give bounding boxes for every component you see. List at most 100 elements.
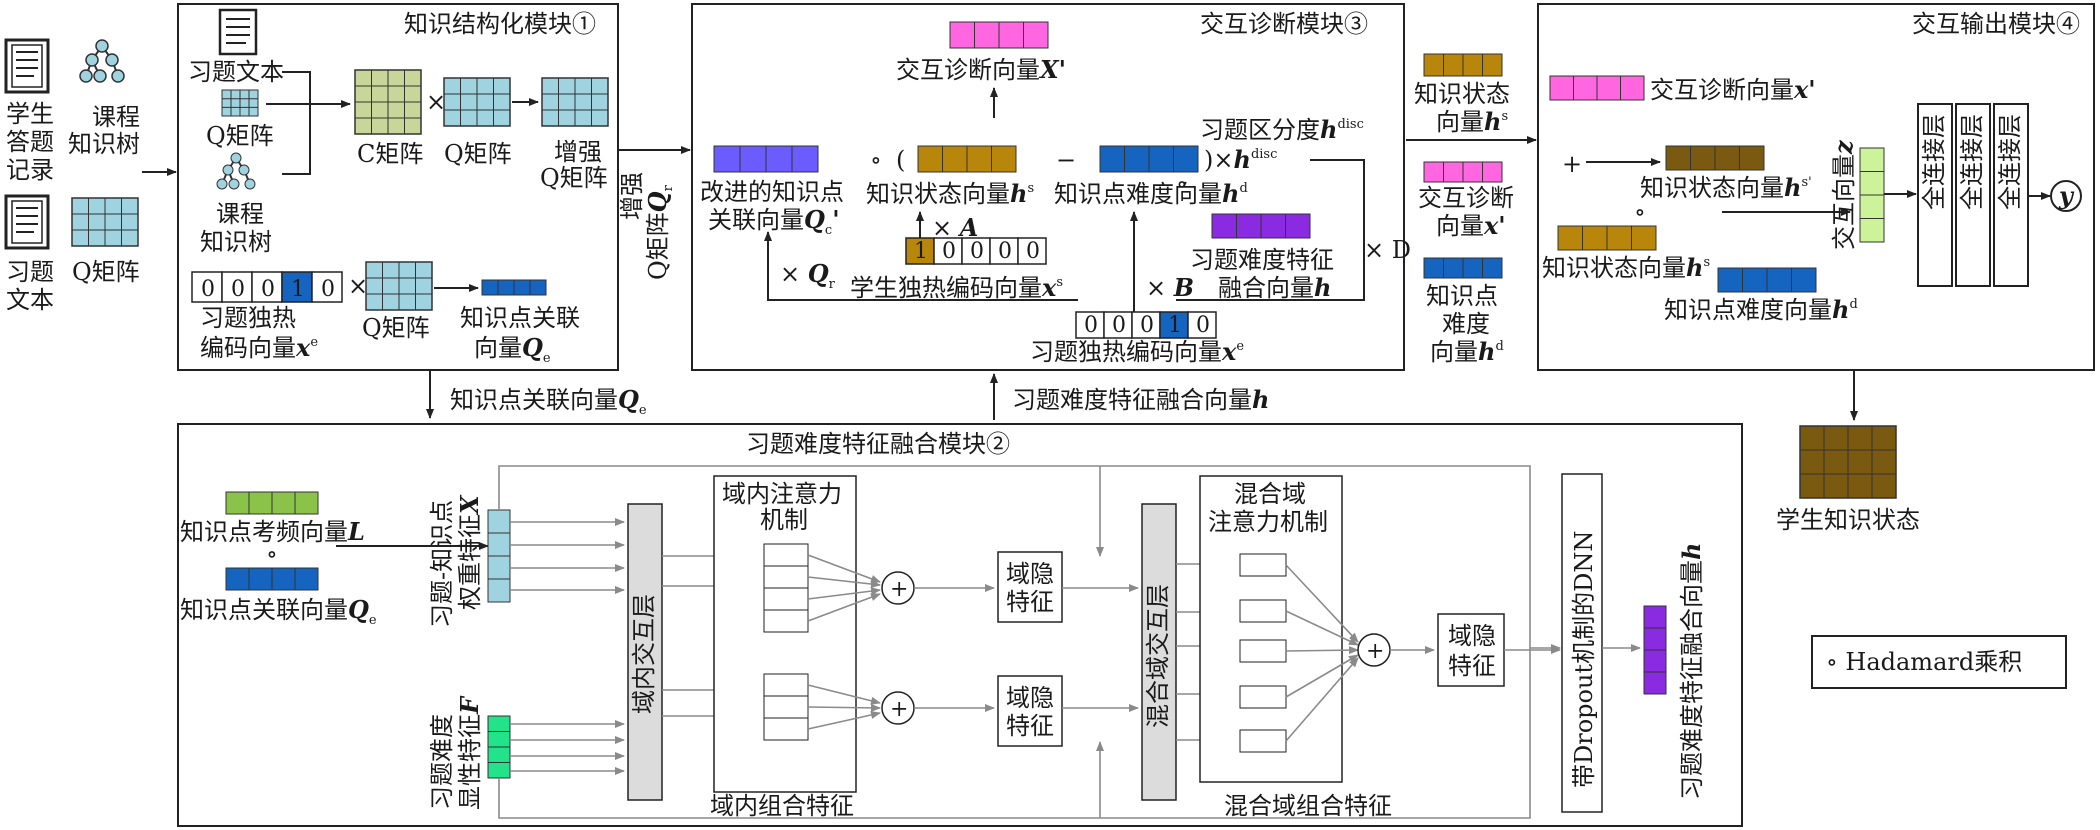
mixed-domain-interaction-layer: 混合域交互层 <box>1141 503 1177 801</box>
svg-text:域隐: 域隐 <box>1448 622 1496 650</box>
fc-layer-2: 全连接层 <box>1955 103 1991 287</box>
svg-text:交互诊断向量x': 交互诊断向量x' <box>1650 75 1816 104</box>
svg-text:知识点考频向量L: 知识点考频向量L <box>180 517 365 546</box>
svg-text:)×hdisc: )×hdisc <box>1204 145 1277 174</box>
svg-text:特征: 特征 <box>1006 712 1054 740</box>
knowledge-state-vector <box>917 145 1017 173</box>
q-matrix-small <box>221 89 259 117</box>
svg-text:习题: 习题 <box>6 258 54 286</box>
onehot-cell <box>933 237 963 265</box>
svg-text:∘: ∘ <box>1634 198 1646 226</box>
svg-text:注意力机制: 注意力机制 <box>1208 508 1328 536</box>
svg-text:习题独热: 习题独热 <box>200 304 296 332</box>
fc-layer-3: 全连接层 <box>1993 103 2029 287</box>
svg-text:学生: 学生 <box>6 100 54 128</box>
svg-text:难度: 难度 <box>1442 310 1490 338</box>
svg-text:y: y <box>2058 181 2075 210</box>
onehot-cell-value: 0 <box>942 239 956 264</box>
svg-text:知识状态: 知识状态 <box>1414 80 1510 108</box>
svg-text:知识状态向量hs': 知识状态向量hs' <box>1640 173 1812 202</box>
svg-text:习题难度特征融合向量h: 习题难度特征融合向量h <box>1677 543 1706 800</box>
svg-text:课程: 课程 <box>216 200 264 228</box>
svg-text:+: + <box>1366 639 1384 664</box>
svg-text:× Qr: × Qr <box>780 259 836 292</box>
onehot-cell <box>1159 311 1189 339</box>
label-enhanced-qr: 增强 Q矩阵Qr <box>618 172 676 280</box>
module-4-interaction-output: 交互输出模块④ 交互诊断向量x' + 知识状态向量hs' ∘ 知识状态向量hs … <box>1537 3 2095 371</box>
svg-text:混合域交互层: 混合域交互层 <box>1144 584 1172 728</box>
svg-text:全连接层: 全连接层 <box>1996 114 2024 210</box>
mixed-attention-block: 混合域 注意力机制 <box>1199 475 1343 783</box>
svg-text:向量x': 向量x' <box>1436 211 1506 240</box>
svg-text:∘: ∘ <box>870 146 882 174</box>
svg-text:知识状态向量hs: 知识状态向量hs <box>866 179 1034 208</box>
onehot-cell <box>989 237 1019 265</box>
svg-text:习题难度特征融合向量h: 习题难度特征融合向量h <box>1012 385 1269 414</box>
svg-text:全连接层: 全连接层 <box>1958 114 1986 210</box>
svg-text:向量Qe: 向量Qe <box>474 333 551 366</box>
improved-kp-vector <box>713 145 819 173</box>
svg-text:+: + <box>1562 150 1582 178</box>
svg-text:答题: 答题 <box>6 128 54 156</box>
svg-text:习题-知识点: 习题-知识点 <box>428 500 456 628</box>
svg-text:向量hs: 向量hs <box>1436 107 1508 136</box>
svg-text:显性特征F: 显性特征F <box>455 695 484 810</box>
svg-text:域内注意力: 域内注意力 <box>722 480 842 508</box>
onehot-cell <box>1017 237 1047 265</box>
onehot-cell-value: 0 <box>998 239 1012 264</box>
svg-text:学生独热编码向量xs: 学生独热编码向量xs <box>850 273 1063 302</box>
module-2-title: 习题难度特征融合模块② <box>746 430 1010 458</box>
connector <box>764 231 1078 301</box>
knowledge-state-vector-brown <box>1665 145 1765 171</box>
domain-hidden-feature-top: 域隐 特征 <box>997 551 1063 623</box>
svg-text:知识点难度向量hd: 知识点难度向量hd <box>1054 179 1248 208</box>
svg-text:习题难度特征: 习题难度特征 <box>1190 246 1334 274</box>
kp-difficulty-vector <box>1099 145 1199 173</box>
onehot-cell <box>191 271 223 303</box>
student-knowledge-state-grid <box>1799 425 1897 499</box>
x-to-intra-arrows <box>510 518 625 775</box>
svg-text:知识点: 知识点 <box>1426 282 1498 310</box>
kp-difficulty-vector <box>1423 257 1503 279</box>
svg-text:−: − <box>1056 146 1076 174</box>
onehot-cell <box>1103 311 1133 339</box>
tree-icon <box>79 39 125 83</box>
mixed-attn-to-sum-arrows <box>1285 564 1359 742</box>
svg-text:增强: 增强 <box>618 172 646 220</box>
document-icon <box>4 194 50 250</box>
input-exercise-text: 习题 文本 <box>4 194 54 314</box>
onehot-cell-value: 0 <box>201 277 215 302</box>
onehot-cell-value: 0 <box>321 277 335 302</box>
svg-text:∘ Hadamard乘积: ∘ Hadamard乘积 <box>1826 648 2022 676</box>
svg-text:知识状态向量hs: 知识状态向量hs <box>1542 253 1710 282</box>
svg-text:+: + <box>890 577 908 602</box>
svg-text:记录: 记录 <box>6 156 54 184</box>
svg-text:特征: 特征 <box>1448 652 1496 680</box>
kp-difficulty-vector <box>1717 267 1817 293</box>
onehot-cell-value: 0 <box>231 277 245 302</box>
svg-text:∘: ∘ <box>1176 170 1188 198</box>
intra-domain-interaction-layer: 域内交互层 <box>627 503 663 801</box>
module-4-title: 交互输出模块④ <box>1912 10 2080 38</box>
explicit-feature-f <box>487 715 511 779</box>
module-3-title: 交互诊断模块③ <box>1200 10 1368 38</box>
interaction-vector <box>1859 147 1885 243</box>
svg-text:习题区分度hdisc: 习题区分度hdisc <box>1200 115 1364 144</box>
q-matrix-grid <box>443 77 511 127</box>
intra-combo-label: 域内组合特征 <box>710 792 854 820</box>
onehot-cell-value: 0 <box>1140 313 1154 338</box>
svg-text:课程: 课程 <box>92 103 140 131</box>
attention-cells-top <box>763 543 809 633</box>
svg-text:Q矩阵: Q矩阵 <box>362 314 430 342</box>
interaction-diagnosis-vector <box>949 21 1049 49</box>
c-matrix-grid <box>354 69 422 135</box>
interaction-diagnosis-vector <box>1423 161 1503 183</box>
svg-text:Q矩阵: Q矩阵 <box>206 122 274 150</box>
onehot-cell <box>281 271 313 303</box>
student-knowledge-state-label: 学生知识状态 <box>1776 506 1920 534</box>
svg-text:向量hd: 向量hd <box>1430 337 1504 366</box>
onehot-cell-value: 1 <box>1168 313 1182 338</box>
svg-text:域隐: 域隐 <box>1006 560 1054 588</box>
svg-text:×: × <box>426 88 446 116</box>
